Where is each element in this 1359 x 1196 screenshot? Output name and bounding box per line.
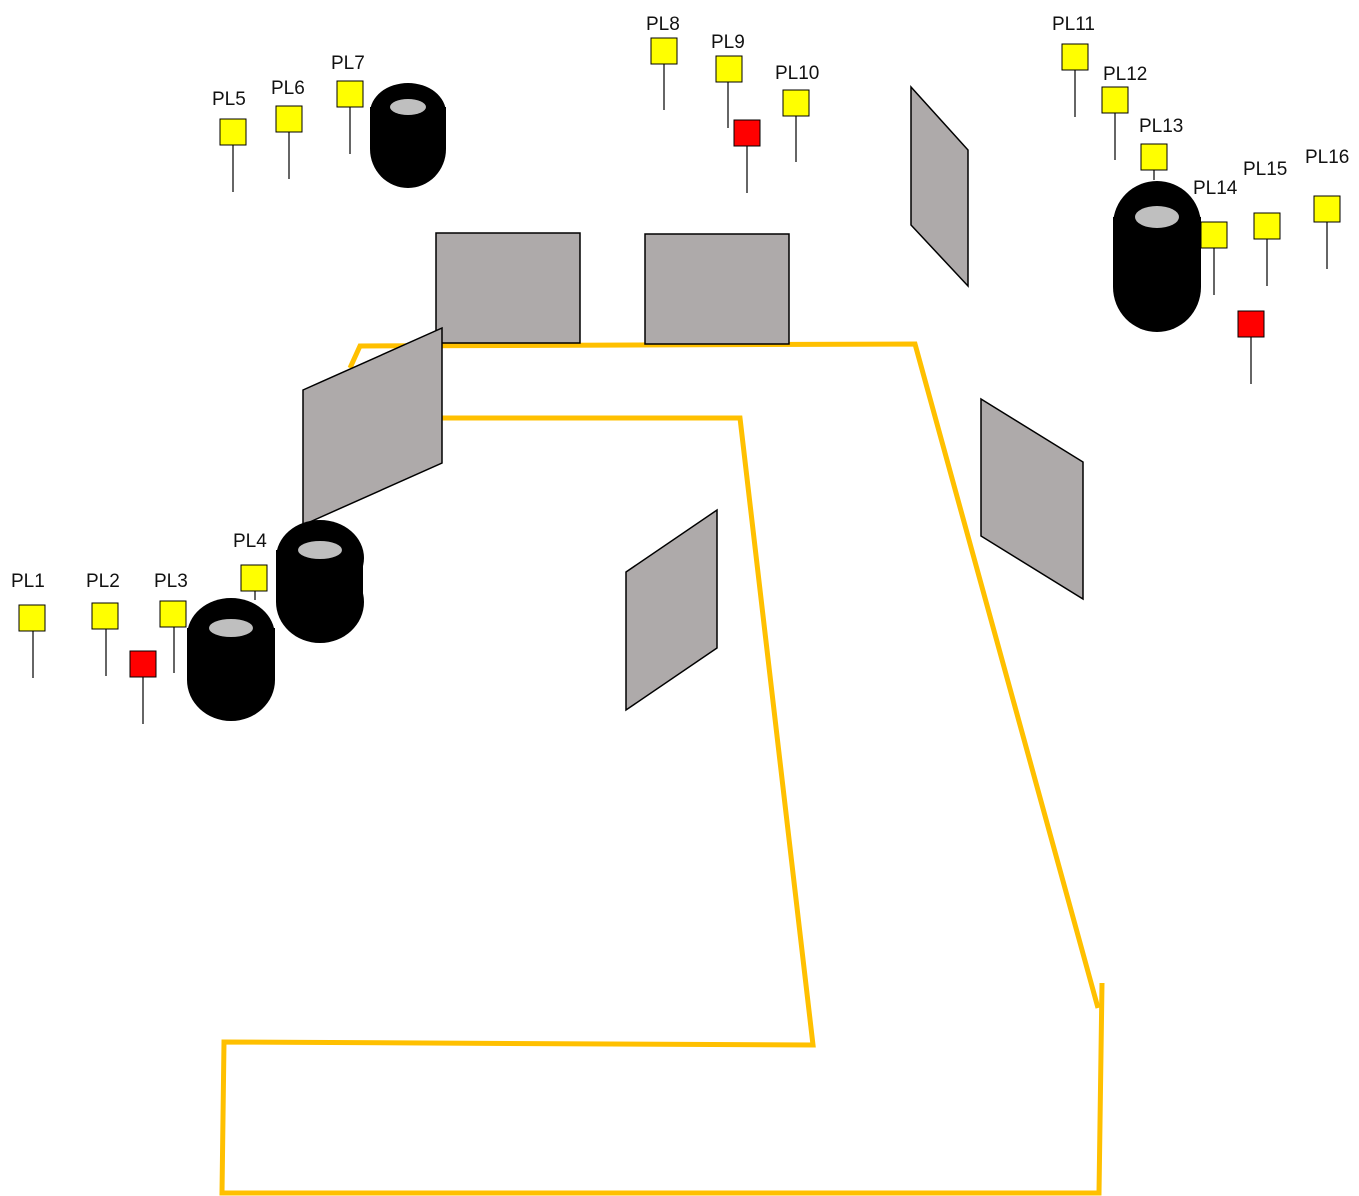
yellow-flag — [91, 602, 119, 630]
pole-marker-pl16: PL16 — [1305, 147, 1349, 269]
red-marker — [129, 650, 157, 724]
barrier-panel — [302, 326, 443, 527]
barrier-panel — [980, 397, 1084, 601]
marker-label: PL6 — [271, 78, 305, 99]
tire-stack — [1113, 181, 1201, 332]
yellow-flag — [240, 564, 268, 592]
red-flag — [129, 650, 157, 678]
marker-label: PL8 — [646, 14, 680, 35]
marker-label: PL10 — [775, 63, 819, 84]
marker-label: PL12 — [1103, 64, 1147, 85]
pole-marker-pl11: PL11 — [1052, 14, 1095, 117]
barrier-panel — [625, 508, 718, 712]
pole-marker-pl2: PL2 — [86, 571, 120, 676]
yellow-flag — [1313, 195, 1341, 223]
yellow-flag — [336, 80, 364, 108]
pole-marker-pl12: PL12 — [1101, 64, 1147, 160]
marker-label: PL14 — [1193, 178, 1238, 199]
yellow-flag — [1140, 143, 1168, 171]
yellow-flag — [1253, 212, 1281, 240]
tire-stack — [370, 83, 446, 188]
red-flag — [1237, 310, 1265, 338]
barrier-panel — [910, 85, 969, 288]
marker-label: PL15 — [1243, 159, 1287, 180]
tire-hole — [298, 541, 342, 559]
tire-stack — [276, 520, 364, 643]
marker-label: PL7 — [331, 53, 365, 74]
marker-label: PL11 — [1052, 14, 1095, 35]
yellow-flag — [715, 55, 743, 83]
tire-stack — [187, 598, 275, 721]
barrier-panel — [644, 233, 790, 345]
yellow-flag — [650, 37, 678, 65]
marker-label: PL9 — [711, 32, 745, 53]
marker-label: PL13 — [1139, 116, 1183, 137]
barrier-panels — [302, 85, 1084, 712]
pole-marker-pl13: PL13 — [1139, 116, 1183, 180]
yellow-flag — [1061, 43, 1089, 71]
pole-marker-pl15: PL15 — [1243, 159, 1287, 286]
marker-label: PL1 — [11, 571, 45, 592]
tire-hole — [390, 99, 426, 115]
track-line-upper — [347, 341, 1101, 1009]
yellow-flag — [782, 89, 810, 117]
pole-marker-pl1: PL1 — [11, 571, 46, 678]
pole-marker-pl8: PL8 — [646, 14, 680, 110]
tire-hole — [209, 619, 253, 637]
red-marker — [733, 119, 761, 193]
yellow-flag — [1101, 86, 1129, 114]
red-marker — [1237, 310, 1265, 384]
pole-marker-pl9: PL9 — [711, 32, 745, 128]
marker-label: PL16 — [1305, 147, 1349, 168]
pole-marker-pl10: PL10 — [775, 63, 819, 162]
yellow-flag — [219, 118, 247, 146]
pole-marker-pl14: PL14 — [1193, 178, 1238, 295]
track-outline — [219, 341, 1105, 1196]
pole-marker-pl3: PL3 — [154, 571, 188, 673]
yellow-flag — [1200, 221, 1228, 249]
pole-marker-pl7: PL7 — [331, 53, 365, 154]
red-flag — [733, 119, 761, 147]
pole-marker-pl4: PL4 — [233, 531, 268, 600]
marker-label: PL5 — [212, 89, 246, 110]
marker-label: PL3 — [154, 571, 188, 592]
barrier-panel — [435, 232, 581, 344]
tire-hole — [1135, 206, 1179, 228]
pole-markers: PL1 PL2 PL3 PL4 PL5 PL6 — [11, 14, 1349, 678]
marker-label: PL4 — [233, 531, 267, 552]
track-line-inner — [219, 415, 1105, 1196]
pole-marker-pl6: PL6 — [271, 78, 305, 179]
yellow-flag — [275, 105, 303, 133]
red-markers — [129, 119, 1265, 724]
marker-label: PL2 — [86, 571, 120, 592]
tire-stacks — [187, 83, 1201, 721]
pole-marker-pl5: PL5 — [212, 89, 247, 192]
yellow-flag — [159, 600, 187, 628]
yellow-flag — [18, 604, 46, 632]
